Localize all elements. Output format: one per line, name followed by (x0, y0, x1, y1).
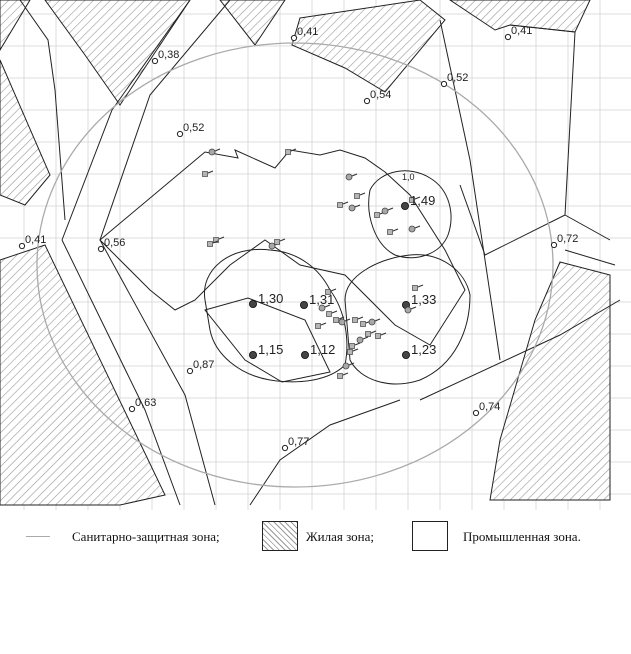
receptor-point-value: 0,87 (193, 360, 214, 371)
legend-residential-zone-label: Жилая зона; (306, 529, 374, 545)
residential-zone-swatch (262, 521, 298, 551)
emission-source-value: 1,23 (411, 343, 436, 356)
small-source-mark (409, 226, 415, 232)
legend-sanitary-zone-label: Санитарно-защитная зона; (72, 529, 220, 545)
receptor-point-marker (291, 35, 296, 40)
receptor-point-marker (364, 98, 369, 103)
emission-source-value: 1,12 (310, 343, 335, 356)
receptor-point-marker (473, 410, 478, 415)
small-source-mark (343, 363, 349, 369)
emission-source-marker (249, 300, 256, 307)
small-source-mark (346, 174, 352, 180)
receptor-point-value: 0,72 (557, 234, 578, 245)
small-source-mark (375, 213, 380, 218)
legend-industrial-zone-label: Промышленная зона. (463, 529, 581, 545)
small-source-mark (327, 312, 332, 317)
small-source-mark (286, 150, 291, 155)
small-source-mark (353, 318, 358, 323)
small-source-mark (366, 332, 371, 337)
legend: Санитарно-защитная зона; Жилая зона; Про… (0, 510, 631, 552)
map-area: 0,41 0,41 0,38 0,52 0,54 0,52 0,41 0,56 0,72 0,87… (0, 0, 631, 510)
small-source-mark (369, 319, 375, 325)
receptor-point-value: 0,77 (288, 437, 309, 448)
receptor-point-marker (129, 406, 134, 411)
receptor-point-value: 0,63 (135, 398, 156, 409)
emission-source-value: 1,49 (410, 194, 435, 207)
emission-source-value: 1,30 (258, 292, 283, 305)
receptor-point-marker (505, 34, 510, 39)
receptor-point-value: 0,56 (104, 238, 125, 249)
emission-source-marker (402, 351, 409, 358)
small-source-mark (338, 203, 343, 208)
emission-source-marker (249, 351, 256, 358)
small-source-mark (316, 324, 321, 329)
receptor-point-value: 0,41 (511, 26, 532, 37)
receptor-point-value: 0,74 (479, 402, 500, 413)
receptor-point-value: 0,41 (25, 235, 46, 246)
map-canvas (0, 0, 631, 510)
small-source-mark (209, 149, 215, 155)
receptor-point-marker (177, 131, 182, 136)
receptor-point-marker (282, 445, 287, 450)
small-source-mark (349, 205, 355, 211)
small-source-mark (376, 334, 381, 339)
receptor-point-value: 0,54 (370, 90, 391, 101)
small-source-mark (203, 172, 208, 177)
emission-source-value: 1,33 (411, 293, 436, 306)
small-source-mark (382, 208, 388, 214)
small-source-mark (355, 194, 360, 199)
receptor-point-marker (187, 368, 192, 373)
industrial-zone-swatch (412, 521, 448, 551)
small-source-mark (350, 344, 355, 349)
emission-source-value: 1,31 (309, 293, 334, 306)
small-source-mark (413, 286, 418, 291)
receptor-point-marker (551, 242, 556, 247)
small-source-mark (275, 240, 280, 245)
receptor-point-marker (441, 81, 446, 86)
small-source-mark (334, 318, 339, 323)
small-source-mark (361, 322, 366, 327)
small-source-mark (339, 319, 345, 325)
sanitary-zone-line-swatch (26, 536, 50, 537)
small-source-mark (405, 307, 411, 313)
small-source-mark (269, 243, 275, 249)
receptor-point-value: 0,41 (297, 27, 318, 38)
emission-source-value: 1,15 (258, 343, 283, 356)
emission-source-marker (401, 202, 408, 209)
small-source-mark (348, 350, 353, 355)
emission-source-marker (300, 301, 307, 308)
isoline-value: 1,0 (402, 172, 415, 183)
receptor-point-value: 0,38 (158, 50, 179, 61)
receptor-point-marker (19, 243, 24, 248)
receptor-point-value: 0,52 (183, 123, 204, 134)
receptor-point-marker (98, 246, 103, 251)
small-source-mark (208, 242, 213, 247)
small-source-mark (338, 374, 343, 379)
receptor-point-value: 0,52 (447, 73, 468, 84)
small-source-mark (388, 230, 393, 235)
small-source-mark (357, 337, 363, 343)
emission-source-marker (301, 351, 308, 358)
receptor-point-marker (152, 58, 157, 63)
